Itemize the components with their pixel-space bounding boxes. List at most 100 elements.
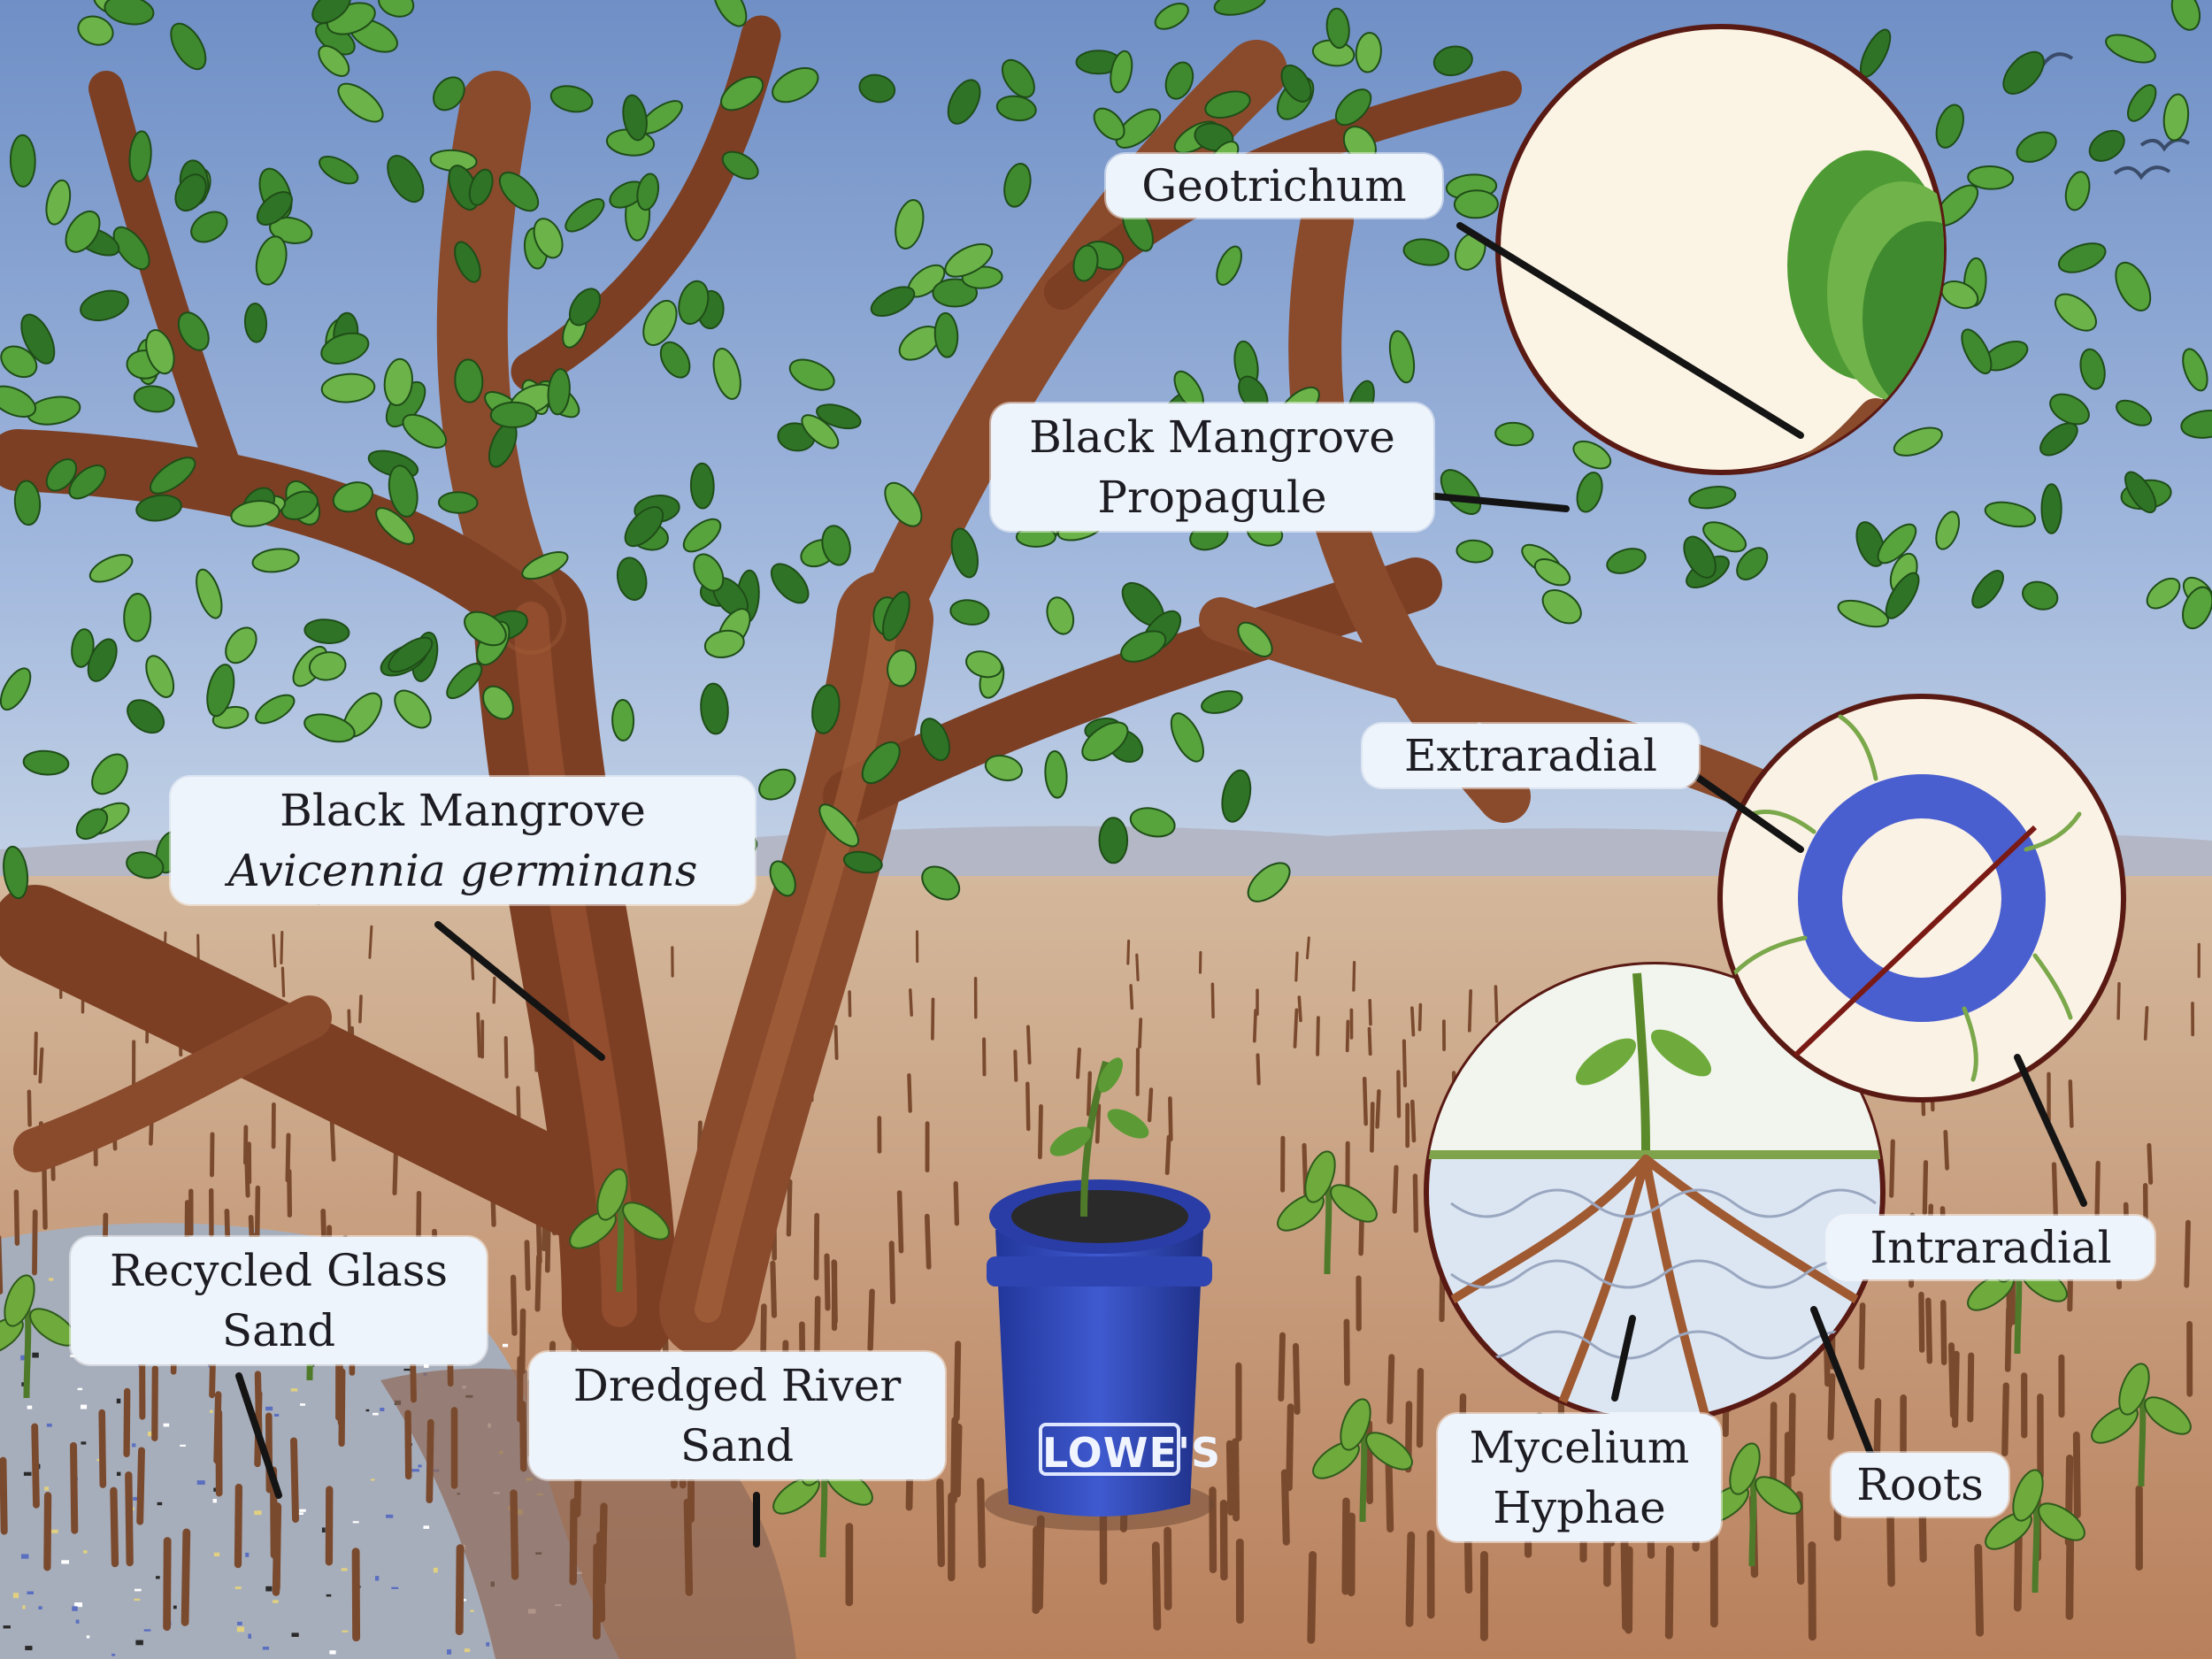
glass-shard: [132, 1443, 136, 1448]
pneumatophore: [1129, 984, 1134, 1010]
pneumatophore: [1788, 1393, 1796, 1477]
leaf: [995, 95, 1037, 122]
pneumatophore: [977, 1477, 987, 1569]
pneumatophore: [98, 1409, 107, 1488]
leaf: [2002, 50, 2045, 95]
glass-shard: [290, 1388, 298, 1392]
pneumatophore: [42, 1166, 48, 1230]
glass-shard: [403, 1368, 411, 1371]
leaf: [87, 638, 118, 682]
leaf: [135, 494, 182, 522]
leaf: [2064, 171, 2091, 211]
leaf: [68, 465, 106, 500]
leaf: [818, 803, 860, 848]
leaf: [895, 199, 925, 250]
leaf: [622, 94, 648, 142]
pneumatophore: [1294, 951, 1299, 982]
glass-shard: [75, 1619, 80, 1624]
leaf: [682, 518, 722, 553]
pneumatophore: [180, 1528, 191, 1626]
pneumatophore: [1164, 1134, 1171, 1176]
leaf: [1325, 7, 1350, 50]
leaf: [112, 226, 150, 271]
leaf: [1402, 238, 1450, 266]
leaf: [2022, 580, 2059, 611]
leaf: [9, 134, 36, 188]
leaf: [788, 358, 835, 391]
pneumatophore: [2147, 1142, 2154, 1185]
pneumatophore: [1297, 995, 1302, 1023]
leaf: [1115, 108, 1162, 149]
pneumatophore: [786, 1179, 793, 1237]
glass-shard: [27, 1405, 33, 1409]
glass-shard: [470, 1609, 474, 1612]
leaf: [2124, 471, 2157, 514]
glass-shard: [375, 1576, 380, 1581]
leaf: [394, 689, 432, 729]
leaf: [402, 413, 448, 449]
leaf: [256, 191, 293, 226]
leaf: [65, 210, 101, 253]
leaf: [1736, 547, 1769, 580]
pneumatophore: [2184, 1219, 2191, 1288]
glass-shard: [210, 1409, 213, 1413]
glass-shard: [326, 1594, 332, 1597]
seedling: [1277, 1150, 1378, 1275]
pneumatophore: [1293, 1342, 1301, 1415]
label-river-line2: Sand: [680, 1420, 795, 1471]
leaf: [659, 341, 691, 379]
leaf: [1702, 521, 1747, 553]
glass-shard: [111, 1654, 116, 1656]
label-extraradial-text: Extraradial: [1403, 730, 1657, 781]
pneumatophore: [290, 1437, 299, 1523]
leaf: [454, 358, 484, 403]
glass-shard: [503, 1343, 509, 1348]
leaf: [721, 150, 759, 180]
glass-shard: [72, 1606, 78, 1611]
glass-shard: [342, 1630, 349, 1632]
leaf: [611, 699, 635, 741]
pneumatophore: [1386, 1354, 1395, 1425]
leaf: [2040, 483, 2062, 534]
leaf: [2126, 84, 2157, 122]
leaf: [308, 651, 347, 681]
leaf: [255, 235, 288, 286]
pneumatophore: [953, 1340, 962, 1422]
leaf: [206, 664, 235, 718]
leaf: [22, 749, 70, 776]
leaf: [126, 851, 165, 879]
glass-shard: [386, 1514, 394, 1518]
leaf: [949, 599, 990, 626]
pneumatophore: [1412, 1173, 1419, 1233]
pneumatophore: [950, 1417, 959, 1504]
leaf: [1984, 501, 2037, 528]
pneumatophore: [265, 1412, 273, 1494]
glass-shard: [380, 1408, 385, 1411]
pneumatophore: [1940, 1300, 1947, 1365]
leaf: [170, 22, 207, 71]
leaf: [1003, 162, 1032, 208]
glass-shard: [61, 1560, 69, 1564]
leaf: [1280, 64, 1312, 103]
glass-shard: [486, 1642, 490, 1647]
glass-shard: [44, 1486, 49, 1491]
pneumatophore: [38, 1047, 44, 1084]
leaf: [1044, 749, 1068, 799]
pneumatophore: [1094, 1103, 1102, 1144]
leaf: [383, 357, 413, 407]
pneumatophore: [351, 1548, 361, 1642]
label-propagule-line2: Propagule: [1097, 472, 1327, 523]
pneumatophore: [1086, 1071, 1093, 1117]
label-mycelium-line1: Mycelium: [1469, 1422, 1690, 1473]
pneumatophore: [1225, 1440, 1234, 1516]
leaf: [533, 218, 564, 259]
pneumatophore: [1352, 960, 1356, 992]
label-intraradial: Intraradial: [1827, 1216, 2154, 1279]
leaf: [2105, 34, 2156, 64]
glass-shard: [86, 1635, 90, 1639]
pneumatophore: [1025, 1081, 1031, 1132]
pneumatophore: [954, 1424, 963, 1498]
pneumatophore: [598, 1502, 608, 1586]
leaf: [20, 313, 56, 365]
seedling: [1312, 1398, 1413, 1523]
